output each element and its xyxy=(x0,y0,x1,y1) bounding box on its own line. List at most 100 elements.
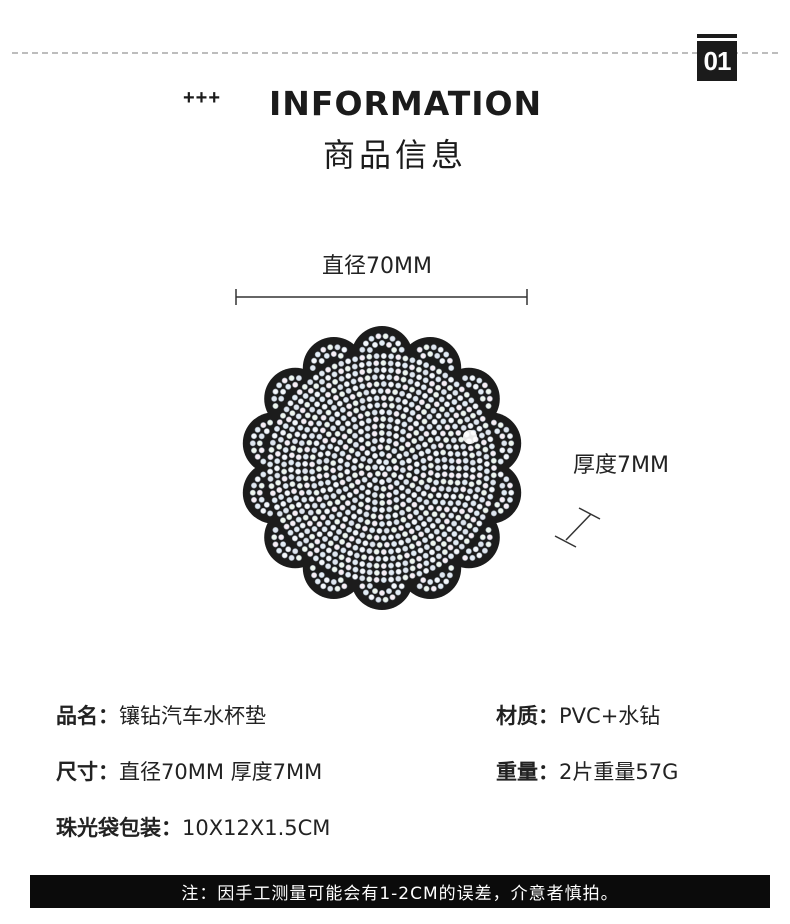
rhinestone xyxy=(443,492,450,499)
rhinestone xyxy=(392,464,399,471)
rhinestone xyxy=(339,450,346,457)
rhinestone xyxy=(309,454,316,461)
rhinestone xyxy=(487,436,494,443)
rhinestone xyxy=(326,500,333,507)
rhinestone xyxy=(387,381,394,388)
rhinestone xyxy=(340,415,347,422)
rhinestone xyxy=(479,415,486,422)
rhinestone xyxy=(352,544,359,551)
rhinestone xyxy=(353,488,360,495)
rhinestone xyxy=(415,389,422,396)
rhinestone xyxy=(387,562,394,569)
rhinestone xyxy=(347,550,354,557)
rhinestone xyxy=(472,493,479,500)
rhinestone xyxy=(391,540,398,547)
rhinestone xyxy=(424,448,431,455)
rhinestone xyxy=(313,489,320,496)
rhinestone xyxy=(299,522,306,529)
rhinestone xyxy=(319,427,326,434)
rhinestone xyxy=(403,552,410,559)
rhinestone xyxy=(348,447,355,454)
rhinestone xyxy=(466,488,473,495)
rhinestone xyxy=(450,437,457,444)
rhinestone xyxy=(315,465,322,472)
rhinestone xyxy=(418,531,425,538)
rhinestone xyxy=(377,513,384,520)
rhinestone xyxy=(499,482,506,489)
rhinestone xyxy=(319,551,326,558)
rhinestone xyxy=(437,583,444,590)
rhinestone xyxy=(395,368,402,375)
rhinestone xyxy=(383,527,390,534)
rhinestone xyxy=(427,469,434,476)
rhinestone xyxy=(433,391,440,398)
rhinestone xyxy=(378,478,385,485)
rhinestone xyxy=(352,370,359,377)
rhinestone xyxy=(339,523,346,530)
rhinestone xyxy=(440,449,447,456)
rhinestone xyxy=(486,395,493,402)
rhinestone xyxy=(399,493,406,500)
rhinestone xyxy=(494,501,501,508)
rhinestone xyxy=(296,540,303,547)
rhinestone xyxy=(387,534,394,541)
rhinestone xyxy=(322,464,329,471)
rhinestone xyxy=(411,534,418,541)
rhinestone xyxy=(481,547,488,554)
rhinestone xyxy=(332,535,339,542)
rhinestone xyxy=(458,436,465,443)
rhinestone xyxy=(345,387,352,394)
rhinestone xyxy=(293,404,300,411)
rhinestone xyxy=(385,588,392,595)
rhinestone xyxy=(348,520,355,527)
rhinestone xyxy=(420,577,427,584)
rhinestone xyxy=(439,430,446,437)
rhinestone xyxy=(431,429,438,436)
rhinestone xyxy=(423,567,430,574)
rhinestone xyxy=(352,529,359,536)
rhinestone xyxy=(321,526,328,533)
rhinestone xyxy=(370,445,377,452)
rhinestone xyxy=(405,392,412,399)
rhinestone xyxy=(402,384,409,391)
rhinestone xyxy=(395,340,402,347)
rhinestone xyxy=(447,450,454,457)
rhinestone xyxy=(443,401,450,408)
rhinestone xyxy=(370,513,377,520)
rhinestone xyxy=(499,496,506,503)
rhinestone xyxy=(263,501,270,508)
rhinestone xyxy=(251,482,258,489)
section-number-badge: 01 xyxy=(697,34,737,81)
rhinestone xyxy=(344,365,351,372)
rhinestone xyxy=(390,526,397,533)
rhinestone xyxy=(439,512,446,519)
rhinestone xyxy=(325,563,332,570)
rhinestone xyxy=(334,430,341,437)
rhinestone xyxy=(352,441,359,448)
rhinestone xyxy=(371,477,378,484)
rhinestone xyxy=(476,457,483,464)
rhinestone xyxy=(429,365,436,372)
rhinestone xyxy=(344,509,351,516)
rhinestone xyxy=(330,492,337,499)
rhinestone xyxy=(371,409,378,416)
rhinestone xyxy=(338,368,345,375)
rhinestone xyxy=(435,535,442,542)
rhinestone xyxy=(386,506,393,513)
rhinestone xyxy=(399,459,406,466)
rhinestone xyxy=(351,457,358,464)
rhinestone xyxy=(380,380,387,387)
rhinestone xyxy=(330,474,337,481)
rhinestone xyxy=(393,432,400,439)
rhinestone xyxy=(466,406,473,413)
rhinestone xyxy=(415,366,422,373)
rhinestone xyxy=(302,468,309,475)
rhinestone xyxy=(448,364,455,371)
rhinestone xyxy=(341,433,348,440)
rhinestone xyxy=(314,401,321,408)
rhinestone xyxy=(448,417,455,424)
rhinestone xyxy=(334,419,341,426)
rhinestone xyxy=(388,569,395,576)
rhinestone xyxy=(401,421,408,428)
rhinestone xyxy=(395,547,402,554)
